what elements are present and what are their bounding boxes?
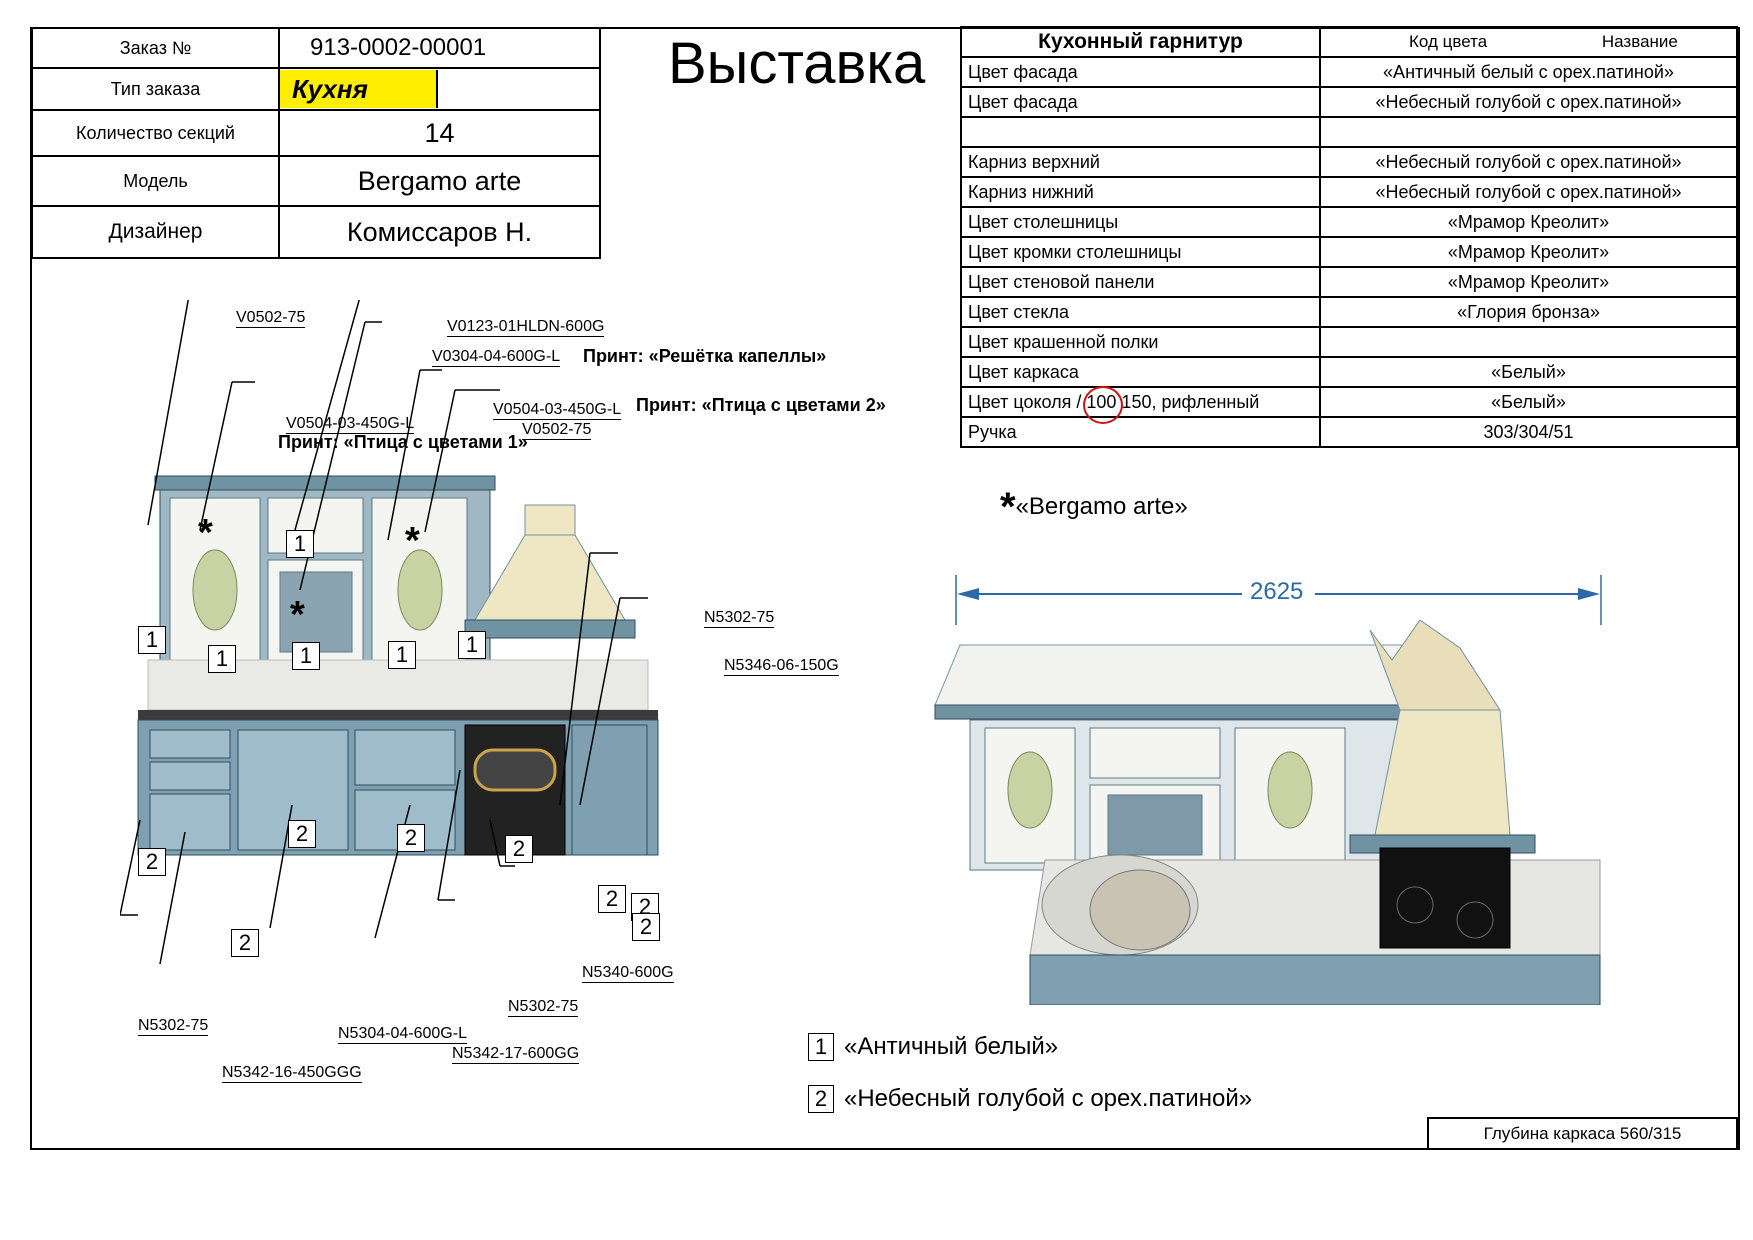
model-note: *«Bergamo arte» bbox=[1000, 485, 1188, 530]
spec-row-label: Карниз верхний bbox=[960, 146, 1321, 178]
code-label: V0304-04-600G-L bbox=[432, 348, 561, 367]
spec-header-color-name: Название bbox=[1601, 32, 1678, 51]
code-label: V0123-01HLDN-600G bbox=[447, 318, 605, 337]
code-label: N5302-75 bbox=[704, 609, 775, 628]
highlight-circle bbox=[1083, 386, 1123, 424]
color-badge: 2 bbox=[138, 848, 166, 876]
print-label: Принт: «Птица с цветами 2» bbox=[636, 395, 886, 415]
spec-row-value: 303/304/51 bbox=[1319, 416, 1738, 448]
order-number-label: Заказ № bbox=[31, 27, 280, 69]
asterisk-icon: * bbox=[198, 512, 213, 554]
spec-row-label: Цвет крашенной полки bbox=[960, 326, 1321, 358]
perspective-view bbox=[934, 620, 1601, 1005]
spec-row-value bbox=[1319, 116, 1738, 148]
spec-row-label: Цвет кромки столешницы bbox=[960, 236, 1321, 268]
spec-header-codes: Код цвета Название bbox=[1319, 26, 1738, 58]
spec-row-value: «Белый» bbox=[1319, 356, 1738, 388]
designer-value: Комиссаров Н. bbox=[278, 205, 601, 259]
code-label: N5340-600G bbox=[582, 964, 674, 983]
color-badge: 2 bbox=[505, 835, 533, 863]
spec-row-label: Карниз нижний bbox=[960, 176, 1321, 208]
legend-text: «Небесный голубой с орех.патиной» bbox=[844, 1084, 1253, 1112]
spec-row-value: «Небесный голубой с орех.патиной» bbox=[1319, 86, 1738, 118]
code-label: V0502-75 bbox=[236, 309, 306, 328]
code-label: V0504-03-450G-L bbox=[493, 401, 622, 420]
model-value: Bergamo arte bbox=[278, 155, 601, 207]
spec-row-label: Ручка bbox=[960, 416, 1321, 448]
code-label: N5346-06-150G bbox=[724, 657, 839, 676]
color-badge: 2 bbox=[397, 824, 425, 852]
front-elevation-drawing bbox=[120, 300, 659, 965]
page-title: Выставка bbox=[668, 31, 926, 96]
legend-text: «Античный белый» bbox=[844, 1032, 1059, 1060]
legend-item: 2 «Небесный голубой с орех.патиной» bbox=[808, 1084, 1252, 1113]
legend-number: 1 bbox=[808, 1032, 834, 1061]
code-label: N5304-04-600G-L bbox=[338, 1025, 467, 1044]
spec-table: Кухонный гарнитур Код цвета Название Цве… bbox=[960, 26, 1738, 448]
spec-row-label: Цвет фасада bbox=[960, 56, 1321, 88]
spec-header-color-code: Код цвета bbox=[1409, 32, 1488, 51]
order-number-value: 913-0002-00001 bbox=[278, 27, 601, 69]
spec-row-label: Цвет фасада bbox=[960, 86, 1321, 118]
order-type-value: Кухня bbox=[280, 70, 438, 108]
asterisk-icon: * bbox=[1000, 485, 1016, 529]
asterisk-icon: * bbox=[405, 520, 420, 562]
color-badge: 1 bbox=[138, 626, 166, 654]
order-type-cell: Кухня bbox=[278, 67, 601, 111]
spec-row-label: Цвет столешницы bbox=[960, 206, 1321, 238]
spec-row-label: Цвет цоколя / 100 150, рифленный bbox=[960, 386, 1321, 424]
code-label: V0504-03-450G-L bbox=[286, 415, 415, 434]
dimension-line bbox=[955, 575, 1602, 625]
code-label: N5342-17-600GG bbox=[452, 1045, 580, 1064]
spec-row-label: Цвет стекла bbox=[960, 296, 1321, 328]
legend-item: 1 «Античный белый» bbox=[808, 1032, 1058, 1061]
spec-row-value: «Небесный голубой с орех.патиной» bbox=[1319, 146, 1738, 178]
order-info-table: Заказ № 913-0002-00001 Тип заказа Кухня … bbox=[31, 27, 601, 259]
code-label: N5302-75 bbox=[138, 1017, 209, 1036]
asterisk-icon: * bbox=[290, 594, 305, 636]
spec-row-value: «Небесный голубой с орех.патиной» bbox=[1319, 176, 1738, 208]
legend-number: 2 bbox=[808, 1084, 834, 1113]
spec-row-value: «Мрамор Креолит» bbox=[1319, 236, 1738, 268]
sections-value: 14 bbox=[278, 109, 601, 157]
code-label: N5302-75 bbox=[508, 998, 579, 1017]
color-badge: 2 bbox=[231, 929, 259, 957]
spec-header-name: Кухонный гарнитур bbox=[960, 26, 1321, 58]
spec-row-label: Цвет каркаса bbox=[960, 356, 1321, 388]
spec-row-value: «Глория бронза» bbox=[1319, 296, 1738, 328]
color-badge: 2 bbox=[598, 885, 626, 913]
spec-row-value: «Античный белый с орех.патиной» bbox=[1319, 56, 1738, 88]
color-badge: 1 bbox=[388, 641, 416, 669]
color-badge: 1 bbox=[292, 642, 320, 670]
spec-row-value: «Мрамор Креолит» bbox=[1319, 206, 1738, 238]
spec-row-value: «Белый» bbox=[1319, 386, 1738, 418]
designer-label: Дизайнер bbox=[31, 205, 280, 259]
color-badge: 1 bbox=[458, 631, 486, 659]
dimension-value: 2625 bbox=[1250, 578, 1304, 605]
color-badge: 1 bbox=[286, 530, 314, 558]
spec-row-label: Цвет стеновой панели bbox=[960, 266, 1321, 298]
color-badge: 2 bbox=[632, 913, 660, 941]
code-label: V0502-75 bbox=[522, 421, 592, 440]
color-badge: 2 bbox=[288, 820, 316, 848]
spec-row-label bbox=[960, 116, 1321, 148]
code-label: N5342-16-450GGG bbox=[222, 1064, 362, 1083]
spec-row-value: «Мрамор Креолит» bbox=[1319, 266, 1738, 298]
color-badge: 1 bbox=[208, 645, 236, 673]
depth-box: Глубина каркаса 560/315 bbox=[1427, 1117, 1738, 1150]
sheet-frame bbox=[30, 27, 1740, 1150]
model-label: Модель bbox=[31, 155, 280, 207]
model-note-text: «Bergamo arte» bbox=[1015, 492, 1188, 520]
spec-row-value bbox=[1319, 326, 1738, 358]
print-label: Принт: «Птица с цветами 1» bbox=[278, 432, 528, 452]
order-type-label: Тип заказа bbox=[31, 67, 280, 111]
print-label: Принт: «Решётка капеллы» bbox=[583, 346, 827, 366]
sections-label: Количество секций bbox=[31, 109, 280, 157]
